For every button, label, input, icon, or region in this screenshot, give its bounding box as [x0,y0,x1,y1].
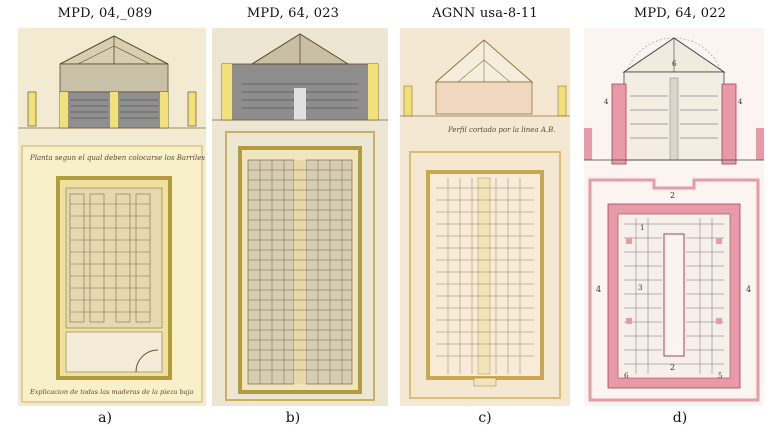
panel-a-drawing: Planta segun el qual deben colocarse los… [18,28,206,406]
panel-a-title: MPD, 04,_089 [57,6,153,21]
floor-plan: Planta segun el qual deben colocarse los… [21,145,205,403]
plan-label-2-top: 2 [670,191,675,200]
section-elevation [212,33,388,121]
section-inscription: Perfil cortado por la linea A.B. [447,126,556,134]
plan-label-3: 3 [638,284,642,292]
floor-plan [409,151,561,399]
panel-d-drawing: 4 4 6 [584,28,764,406]
panel-a-caption: a) [98,410,112,426]
floor-plan: 4 4 2 2 3 6 5 1 [588,178,760,402]
plan-label-4-right: 4 [746,285,751,294]
plan-label-5: 5 [718,372,722,380]
panel-d-title: MPD, 64, 022 [633,6,727,21]
section-label-6: 6 [672,60,677,68]
floor-plan [225,131,375,401]
plan-inscription-top: Planta segun el qual deben colocarse los… [29,154,205,162]
plan-label-2-bottom: 2 [670,363,675,372]
plan-label-1: 1 [640,224,644,232]
section-elevation [18,35,206,129]
panel-b-caption: b) [285,410,301,426]
section-label-4-right: 4 [738,98,743,106]
plan-label-6: 6 [624,372,629,380]
panel-b-drawing [212,28,388,406]
plan-label-4-left: 4 [596,285,601,294]
section-elevation: 4 4 6 [584,37,764,165]
panel-c-title: AGNN usa-8-11 [432,6,538,21]
section-elevation: Perfil cortado por la linea A.B. [400,39,570,134]
panel-c-caption: c) [478,410,492,426]
plan-inscription-bottom: Explicacion de todas las maderas de la p… [29,388,194,396]
panel-c-drawing: Perfil cortado por la linea A.B. [400,28,570,406]
panel-b-title: MPD, 64, 023 [246,6,340,21]
section-label-4: 4 [604,98,609,106]
panel-d-caption: d) [672,410,688,426]
